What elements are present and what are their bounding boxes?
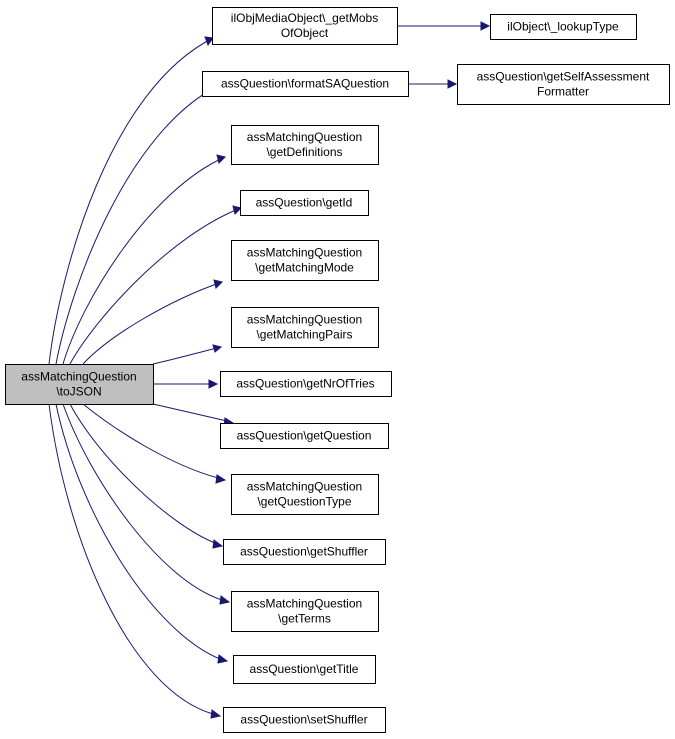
- node-label-line: assMatchingQuestion: [247, 480, 362, 494]
- edge-root-n11: [82, 403, 227, 484]
- edge-arrowhead: [216, 154, 226, 164]
- edge-arrowhead: [213, 279, 223, 289]
- edge-root-n6: [69, 205, 242, 365]
- edge-root-n12: [69, 403, 224, 549]
- node-n14[interactable]: assQuestion\getTitle: [233, 655, 376, 684]
- node-box: [240, 190, 369, 216]
- node-label-line: assMatchingQuestion: [247, 246, 362, 260]
- edge-line: [55, 403, 221, 660]
- node-label-line: \getMatchingPairs: [256, 328, 352, 342]
- edge-line: [82, 281, 223, 365]
- edge-line: [82, 403, 219, 479]
- edge-arrowhead: [215, 474, 227, 484]
- node-label-line: assQuestion\getQuestion: [237, 429, 372, 443]
- node-n12[interactable]: assQuestion\getShuffler: [223, 539, 386, 565]
- edge-arrowhead: [232, 205, 242, 215]
- node-label-line: \getMatchingMode: [255, 261, 354, 275]
- node-box: [220, 371, 392, 397]
- edge-n1-n2: [397, 21, 491, 31]
- node-box: [231, 591, 379, 632]
- node-label-line: assQuestion\setShuffler: [240, 713, 367, 727]
- node-box: [457, 64, 670, 105]
- edge-line: [48, 37, 214, 365]
- node-label-line: \getTerms: [278, 612, 331, 626]
- node-n2[interactable]: ilObject\_lookupType: [490, 14, 637, 40]
- edge-root-n8: [152, 344, 223, 365]
- node-label-line: assQuestion\getSelfAssessment: [477, 70, 650, 84]
- edge-line: [152, 346, 222, 365]
- edge-n3-n4: [408, 79, 458, 89]
- edge-arrowhead: [480, 21, 491, 31]
- node-n15[interactable]: assQuestion\setShuffler: [223, 707, 386, 733]
- node-box: [231, 240, 379, 281]
- node-label-line: assMatchingQuestion: [247, 313, 362, 327]
- edge-root-n1: [48, 36, 214, 365]
- edge-root-n5: [62, 154, 226, 365]
- edge-arrowhead: [210, 709, 222, 719]
- node-n3[interactable]: assQuestion\formatSAQuestion: [202, 71, 409, 97]
- node-label-line: \toJSON: [56, 385, 101, 399]
- node-label-line: assQuestion\getTitle: [250, 662, 359, 676]
- node-box: [5, 364, 154, 405]
- node-n10[interactable]: assQuestion\getQuestion: [220, 423, 389, 449]
- edge-arrowhead: [212, 539, 224, 549]
- node-label-line: assMatchingQuestion: [247, 597, 362, 611]
- node-label-line: assQuestion\getNrOfTries: [236, 377, 374, 391]
- edge-root-n7: [82, 279, 223, 365]
- node-box: [220, 423, 389, 449]
- node-box: [231, 474, 379, 515]
- edge-line: [69, 403, 216, 544]
- node-box: [212, 7, 398, 45]
- node-n8[interactable]: assMatchingQuestion\getMatchingPairs: [231, 307, 379, 348]
- edge-arrowhead: [447, 79, 458, 89]
- node-n7[interactable]: assMatchingQuestion\getMatchingMode: [231, 240, 379, 281]
- edge-arrowhead: [217, 654, 229, 664]
- node-box: [202, 71, 409, 97]
- edge-arrowhead: [204, 36, 214, 47]
- node-label-line: ilObject\_lookupType: [507, 20, 619, 34]
- node-label-line: assMatchingQuestion: [21, 370, 136, 384]
- edge-line: [62, 156, 226, 365]
- edge-line: [152, 403, 228, 422]
- edge-line: [62, 403, 223, 601]
- nodes-layer: assMatchingQuestion\toJSONilObjMediaObje…: [5, 7, 670, 733]
- node-label-line: ilObjMediaObject\_getMobs: [231, 11, 378, 25]
- node-label-line: assMatchingQuestion: [247, 130, 362, 144]
- edge-root-n10: [152, 403, 235, 427]
- root-node[interactable]: assMatchingQuestion\toJSON: [5, 364, 154, 405]
- node-box: [231, 125, 379, 165]
- edge-arrowhead: [219, 595, 231, 605]
- node-n5[interactable]: assMatchingQuestion\getDefinitions: [231, 125, 379, 165]
- edge-line: [55, 85, 219, 365]
- edge-root-n13: [62, 403, 231, 605]
- node-label-line: OfObject: [281, 26, 329, 40]
- node-n6[interactable]: assQuestion\getId: [240, 190, 369, 216]
- edge-line: [69, 207, 242, 365]
- node-box: [223, 539, 386, 565]
- edge-root-n14: [55, 403, 229, 664]
- node-n9[interactable]: assQuestion\getNrOfTries: [220, 371, 392, 397]
- node-label-line: \getDefinitions: [266, 145, 342, 159]
- node-box: [231, 307, 379, 348]
- edge-root-n9: [153, 379, 219, 389]
- node-box: [223, 707, 386, 733]
- node-label-line: assQuestion\formatSAQuestion: [221, 77, 389, 91]
- node-label-line: assQuestion\getId: [256, 196, 353, 210]
- edge-root-n15: [48, 403, 222, 719]
- node-n11[interactable]: assMatchingQuestion\getQuestionType: [231, 474, 379, 515]
- edge-arrowhead: [212, 344, 223, 353]
- edge-line: [48, 403, 214, 715]
- node-box: [233, 655, 376, 684]
- node-label-line: assQuestion\getShuffler: [240, 545, 368, 559]
- node-label-line: \getQuestionType: [257, 495, 351, 509]
- edges-layer: [48, 21, 491, 719]
- node-n13[interactable]: assMatchingQuestion\getTerms: [231, 591, 379, 632]
- node-box: [490, 14, 637, 40]
- edge-arrowhead: [208, 379, 219, 389]
- node-label-line: Formatter: [537, 85, 589, 99]
